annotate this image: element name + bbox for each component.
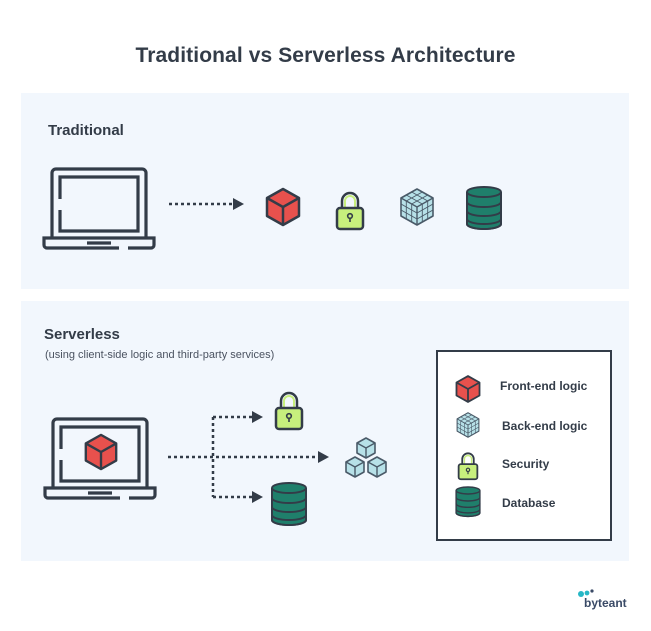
- serverless-subheading: (using client-side logic and third-party…: [45, 349, 275, 361]
- serverless-heading: Serverless: [44, 326, 120, 343]
- brand-name: byteant: [584, 596, 627, 610]
- legend-back-end-icon: [456, 412, 480, 438]
- dotted-arrow: [169, 198, 244, 210]
- legend-label-back-end: Back-end logic: [502, 419, 588, 433]
- brand-logo-icon: [578, 589, 594, 597]
- page-title: Traditional vs Serverless Architecture: [135, 44, 516, 67]
- dotted-arrow-branch: [168, 411, 329, 503]
- legend-label-database: Database: [502, 496, 556, 510]
- traditional-heading: Traditional: [48, 122, 124, 139]
- legend-database-icon: [455, 486, 481, 518]
- traditional-panel: [21, 93, 629, 289]
- legend-front-end-icon: [455, 375, 481, 403]
- legend-security-icon: [457, 452, 479, 481]
- legend-label-front-end: Front-end logic: [500, 379, 588, 393]
- legend-label-security: Security: [502, 457, 550, 471]
